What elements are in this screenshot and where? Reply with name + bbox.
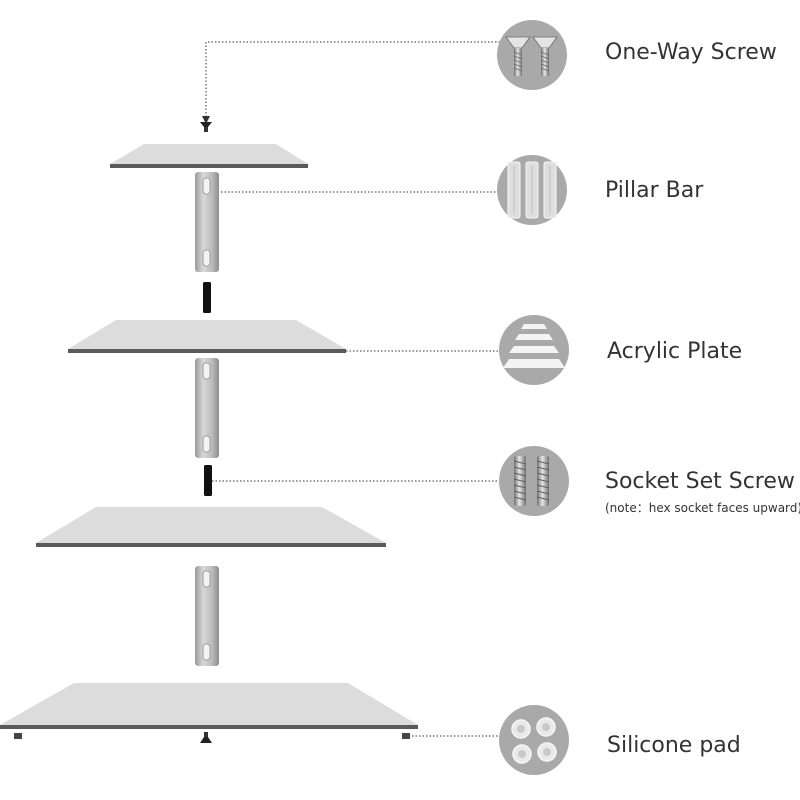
label-one-way-screw: One-Way Screw [605,40,777,65]
pillar-bar-1 [195,172,219,272]
leader-lines [205,41,500,737]
silicone-pads-icon [499,705,569,775]
label-pillar-bar: Pillar Bar [605,178,704,203]
socket-set-screw-1 [203,282,211,313]
label-acrylic-plate: Acrylic Plate [607,339,743,364]
pillar-bars-icon [497,155,567,225]
silicone-pad-left [14,733,22,739]
acrylic-plate-4 [0,683,418,729]
leader-one-way-screw [205,41,500,118]
bottom-one-way-screw [200,732,212,743]
leader-arrowhead [202,116,210,124]
label-socket-set-screw: Socket Set Screw [605,469,795,494]
note-socket-set-screw: (note：hex socket faces upward) [605,501,800,515]
pillar-bar-2 [195,358,219,458]
socket-set-screw-2 [204,465,212,496]
pillar-bar-3 [195,566,219,666]
set-screws-icon [499,446,569,516]
label-silicone-pad: Silicone pad [607,733,741,758]
acrylic-plate-2 [68,320,346,353]
screws-pair-icon [497,20,567,90]
silicone-pad-right [402,733,410,739]
stacked-plates-icon [499,315,569,385]
acrylic-plate-3 [36,507,386,547]
acrylic-plate-1 [110,144,308,168]
top-one-way-screw [200,122,212,132]
